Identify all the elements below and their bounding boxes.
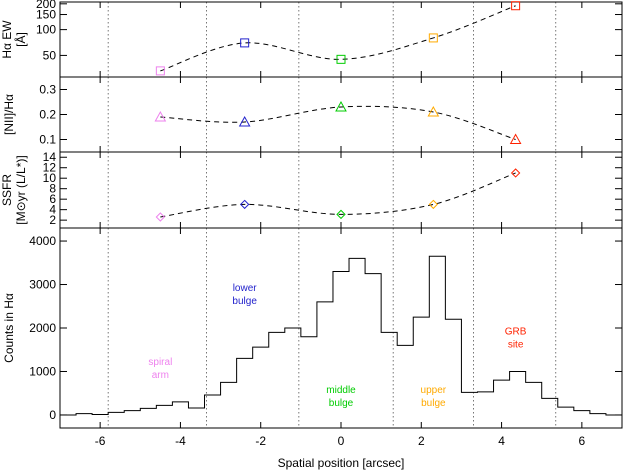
data-point: [427, 105, 440, 117]
y-tick-label: 100: [36, 23, 56, 37]
region-label: middle: [326, 385, 356, 396]
y-tick-label: 0.1: [39, 133, 56, 147]
counts-histogram: [60, 255, 622, 416]
y-tick-label: 12: [43, 161, 57, 175]
y-tick-label: 0: [49, 408, 56, 422]
y-tick-label: 200: [36, 0, 56, 11]
data-point: [155, 66, 165, 76]
x-tick-label: 6: [579, 434, 586, 448]
y-tick-label: 4: [49, 203, 56, 217]
panel-nii: 0.1 0.2 0.3 [NII]/Hα: [2, 76, 623, 153]
y-axis-label: [M⊙yr (L/L*)]: [14, 155, 28, 224]
panel-frame: [59, 151, 623, 229]
y-tick-label: 1000: [29, 364, 56, 378]
region-label: upper: [421, 385, 447, 396]
data-point: [238, 115, 251, 127]
data-point: [428, 33, 438, 43]
y-tick-label: 50: [43, 48, 57, 62]
data-point: [509, 133, 522, 144]
y-tick-label: 3000: [29, 278, 56, 292]
y-axis-label: Hα EW: [0, 20, 14, 59]
region-label: arm: [152, 370, 169, 381]
data-point: [336, 209, 346, 220]
y-axis-label: SSFR: [0, 174, 14, 206]
x-tick-label: -2: [255, 434, 266, 448]
x-tick-label: 0: [338, 434, 345, 448]
y-tick-label: 14: [43, 150, 57, 164]
trend-line: [160, 5, 516, 72]
y-tick-label: 2: [49, 213, 56, 227]
region-label: bulge: [329, 398, 354, 409]
data-point: [239, 199, 250, 210]
y-tick-label: 8: [49, 182, 56, 196]
data-point: [240, 38, 250, 48]
data-point: [154, 110, 167, 122]
data-point: [511, 1, 521, 11]
region-label: lower: [233, 283, 258, 294]
data-point: [510, 168, 521, 178]
y-tick-label: 10: [43, 171, 57, 185]
data-point: [335, 100, 347, 112]
trend-line: [160, 172, 516, 218]
y-tick-label: 150: [36, 8, 56, 22]
y-axis-label: [Å]: [13, 32, 28, 47]
y-axis-label: Counts in Hα: [2, 293, 16, 363]
data-point: [428, 199, 439, 210]
x-axis-label: Spatial position [arcsec]: [278, 456, 405, 470]
region-label: bulge: [232, 296, 257, 307]
region-label: spiral: [148, 357, 172, 368]
region-label: site: [508, 340, 524, 351]
x-tick-label: -6: [95, 434, 106, 448]
data-point: [336, 54, 346, 64]
y-axis-label: [NII]/Hα: [2, 94, 16, 135]
y-tick-label: 0.2: [39, 108, 56, 122]
y-tick-label: 6: [49, 192, 56, 206]
x-tick-label: 2: [418, 434, 425, 448]
y-tick-label: 0.3: [39, 83, 56, 97]
panel-frame: [59, 76, 623, 153]
panel-frame: [59, 1, 623, 78]
x-tick-label: -4: [175, 434, 186, 448]
y-tick-label: 2000: [29, 321, 56, 335]
region-label: GRB: [505, 327, 527, 338]
x-tick-label: 4: [498, 434, 505, 448]
region-label: bulge: [421, 398, 446, 409]
data-point: [155, 212, 166, 222]
y-tick-label: 4000: [29, 234, 56, 248]
trend-line: [160, 105, 516, 140]
